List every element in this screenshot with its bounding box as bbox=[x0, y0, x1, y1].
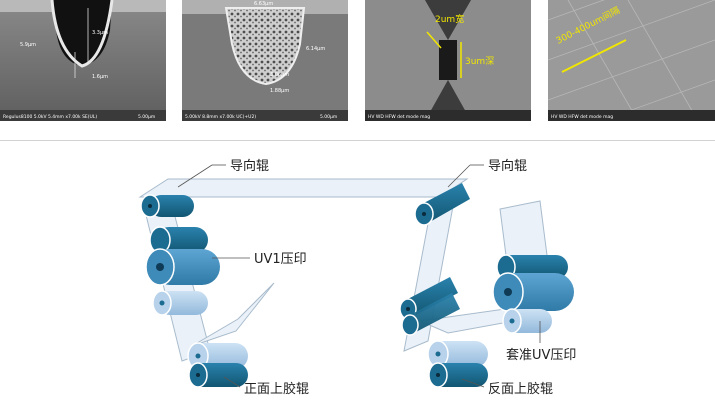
sem2-measure-1: 6.63μm bbox=[254, 1, 273, 7]
roll-to-roll-diagram: 导向辊 导向辊 UV1压印 bbox=[0, 140, 715, 412]
registration-uv-rollers bbox=[492, 254, 574, 334]
sem-image-trench-cross-section: 5.9μm 3.3μm 1.6μm Regulus8100 5.0kV 5.4m… bbox=[0, 0, 166, 121]
sem2-measure-2: 6.14μm bbox=[306, 46, 325, 52]
sem1-measure-3: 1.6μm bbox=[92, 74, 108, 80]
back-gluing-rollers bbox=[427, 340, 488, 388]
label-back-gluing-roller: 反面上胶辊 bbox=[488, 381, 553, 397]
sem3-width-annotation: 2um宽 bbox=[435, 13, 464, 25]
label-registration-uv-imprint: 套准UV压印 bbox=[506, 347, 576, 363]
sem4-footer: HV WD HFW det mode mag bbox=[551, 114, 613, 120]
sem1-measure-1: 5.9μm bbox=[20, 42, 36, 48]
sem3-depth-annotation: 3um深 bbox=[465, 56, 494, 67]
label-uv1-imprint: UV1压印 bbox=[254, 252, 307, 267]
sem2-footer: 5.00kV 8.8mm x7.00k UC(+U2) bbox=[185, 114, 256, 120]
label-front-gluing-roller: 正面上胶辊 bbox=[244, 381, 309, 397]
right-guide-roller bbox=[414, 183, 470, 226]
front-gluing-rollers bbox=[187, 342, 248, 388]
sem1-measure-2: 3.3μm bbox=[92, 30, 108, 36]
label-left-guide-roller: 导向辊 bbox=[230, 158, 269, 174]
left-guide-roller bbox=[140, 194, 194, 218]
sem-image-filled-trench: 6.63μm 6.14μm 3.06μm 1.88μm 5.00kV 8.8mm… bbox=[182, 0, 348, 121]
sem2-measure-3: 3.06μm bbox=[270, 72, 289, 78]
right-transfer-rollers bbox=[399, 277, 460, 336]
sem3-footer: HV WD HFW det mode mag bbox=[368, 114, 430, 120]
uv1-imprint-rollers bbox=[145, 226, 220, 316]
sem-image-grid-spacing: 300-400um间隔 HV WD HFW det mode mag bbox=[548, 0, 715, 121]
label-right-guide-roller: 导向辊 bbox=[488, 158, 527, 174]
sem2-scale: 5.00μm bbox=[320, 114, 337, 120]
sem1-footer: Regulus8100 5.0kV 5.4mm x7.00k SE(UL) bbox=[3, 114, 97, 120]
sem1-scale: 5.00μm bbox=[138, 114, 155, 120]
sem-image-grid-channel: 2um宽 3um深 HV WD HFW det mode mag bbox=[365, 0, 531, 121]
sem2-measure-4: 1.88μm bbox=[270, 88, 289, 94]
